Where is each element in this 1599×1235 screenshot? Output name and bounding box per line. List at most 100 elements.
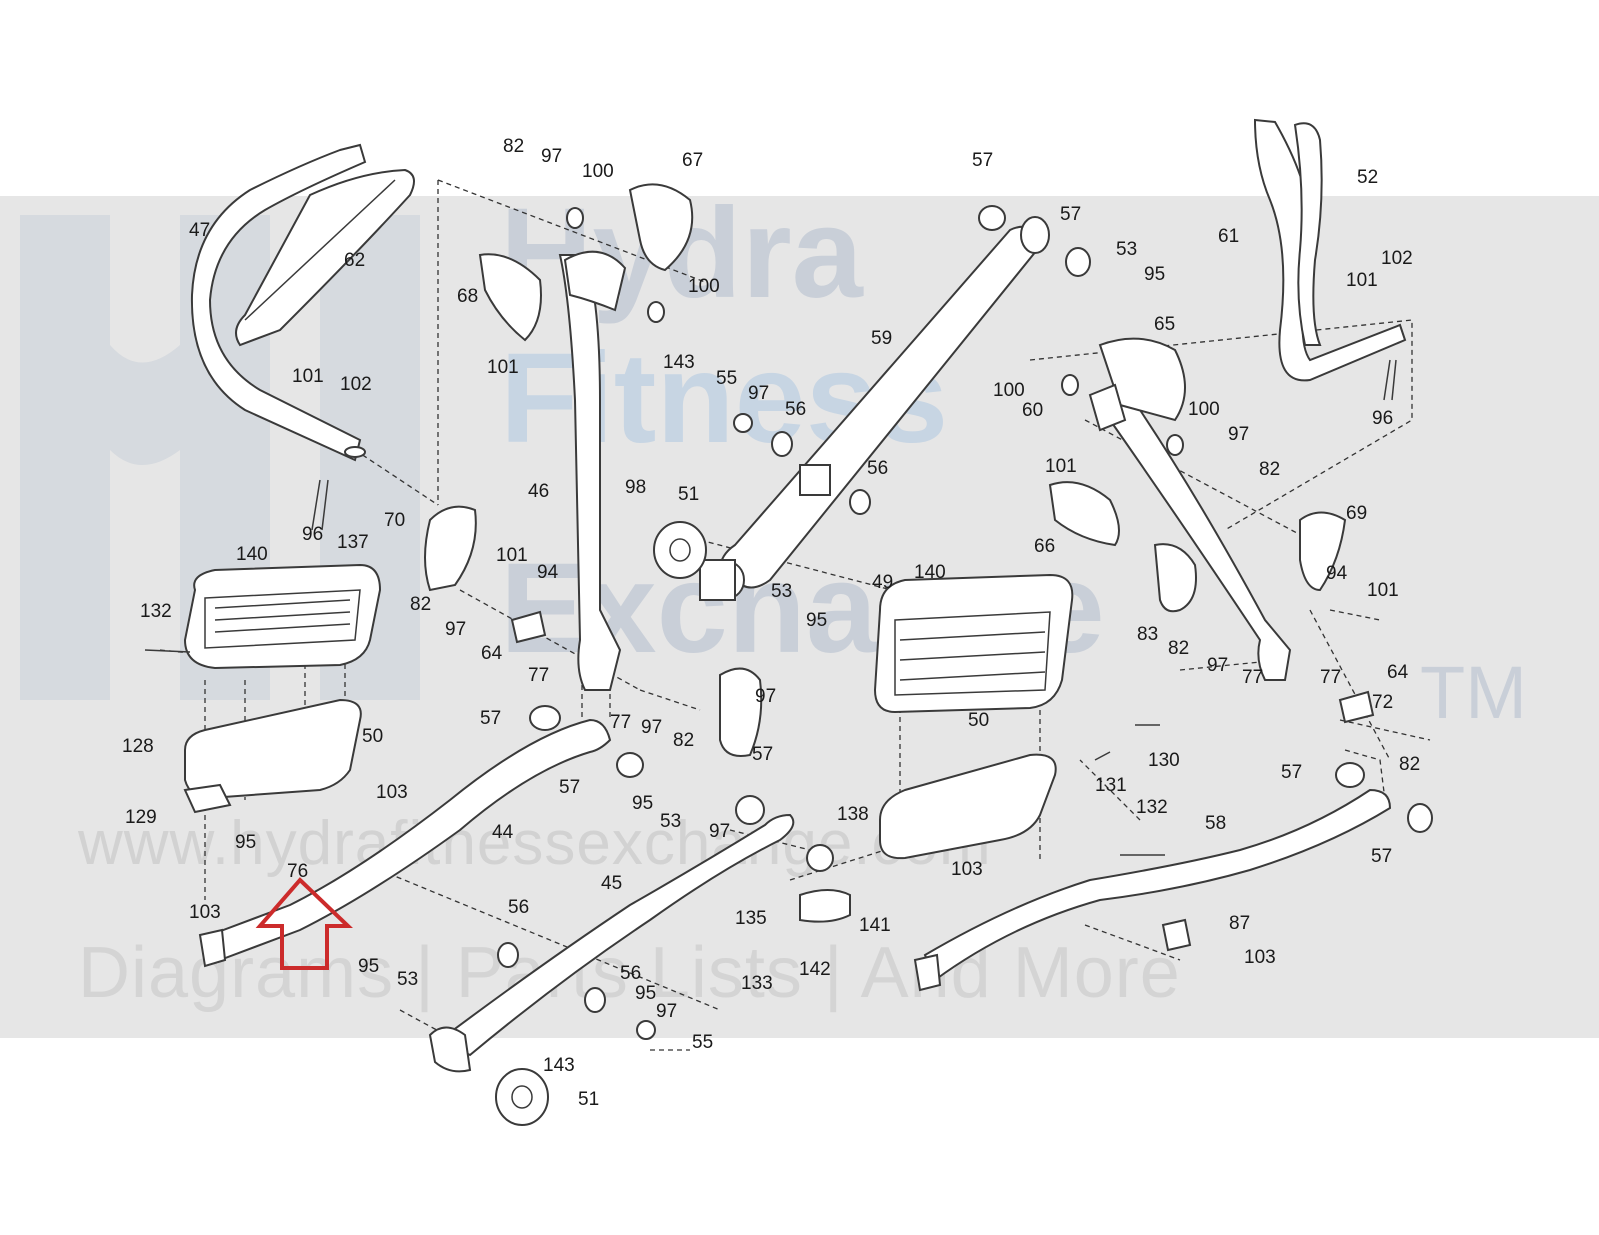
callout-103: 103	[376, 782, 408, 803]
callout-58: 58	[1205, 813, 1226, 834]
callout-47: 47	[189, 220, 210, 241]
callout-64: 64	[481, 643, 503, 664]
callout-57: 57	[1060, 204, 1081, 225]
callout-55: 55	[692, 1032, 713, 1053]
callout-95: 95	[632, 793, 653, 814]
callout-97: 97	[1207, 655, 1228, 676]
roller-51-lower	[495, 1068, 549, 1126]
callout-49: 49	[872, 572, 893, 593]
shroud-69	[1299, 511, 1347, 592]
callout-94: 94	[1326, 563, 1348, 584]
callout-97: 97	[445, 619, 466, 640]
callout-82: 82	[673, 730, 694, 751]
part-87	[1161, 918, 1192, 952]
spacer-64-left	[510, 610, 547, 644]
pedal-rail-45	[428, 813, 795, 1073]
callout-140: 140	[914, 562, 946, 583]
callout-97: 97	[541, 146, 562, 167]
callout-61: 61	[1218, 226, 1239, 247]
upright-arm-46	[478, 183, 694, 691]
roller-51-upper	[653, 521, 707, 579]
callout-56: 56	[508, 897, 529, 918]
callout-59: 59	[871, 328, 892, 349]
callout-82: 82	[410, 594, 431, 615]
shroud-70	[424, 505, 477, 592]
callout-51: 51	[578, 1089, 599, 1110]
callout-128: 128	[122, 736, 154, 757]
callout-53: 53	[397, 969, 418, 990]
callout-103: 103	[1244, 947, 1276, 968]
callout-97: 97	[641, 717, 662, 738]
highlight-arrow	[255, 877, 353, 970]
callout-82: 82	[1399, 754, 1420, 775]
right-pedal-49	[873, 573, 1074, 714]
callout-131: 131	[1095, 775, 1127, 796]
callout-95: 95	[635, 983, 656, 1004]
callout-141: 141	[859, 915, 891, 936]
upright-arm-60	[1088, 337, 1292, 681]
callout-76: 76	[287, 861, 308, 882]
callout-101: 101	[1045, 456, 1077, 477]
callout-77: 77	[528, 665, 549, 686]
callout-143: 143	[663, 352, 695, 373]
left-handlebar	[190, 143, 415, 462]
callout-57: 57	[1281, 762, 1302, 783]
callout-66: 66	[1034, 536, 1055, 557]
callout-83: 83	[1137, 624, 1158, 645]
callout-142: 142	[799, 959, 831, 980]
callout-70: 70	[384, 510, 405, 531]
callout-95: 95	[1144, 264, 1165, 285]
callout-97: 97	[1228, 424, 1249, 445]
callout-101: 101	[1367, 580, 1399, 601]
left-plate-128	[183, 698, 362, 814]
callout-69: 69	[1346, 503, 1367, 524]
shroud-66	[1048, 481, 1120, 547]
callout-53: 53	[771, 581, 792, 602]
callout-57: 57	[752, 744, 773, 765]
callout-77: 77	[610, 712, 631, 733]
pedal-rail-44	[198, 718, 612, 968]
callout-82: 82	[503, 136, 524, 157]
callout-50: 50	[968, 710, 989, 731]
small-parts	[144, 359, 1397, 952]
callout-51: 51	[678, 484, 699, 505]
callout-45: 45	[601, 873, 622, 894]
callout-60: 60	[1022, 400, 1043, 421]
callout-68: 68	[457, 286, 478, 307]
callout-77: 77	[1320, 667, 1341, 688]
callout-62: 62	[344, 250, 365, 271]
callout-129: 129	[125, 807, 157, 828]
callout-137: 137	[337, 532, 369, 553]
bolt-132-left	[144, 649, 191, 653]
callout-96: 96	[302, 524, 323, 545]
callout-56: 56	[867, 458, 888, 479]
callout-101: 101	[292, 366, 324, 387]
callout-95: 95	[806, 610, 827, 631]
callout-100: 100	[582, 161, 614, 182]
bolts-96-left	[311, 479, 329, 531]
callout-77: 77	[1242, 667, 1263, 688]
callout-133: 133	[741, 973, 773, 994]
callout-102: 102	[340, 374, 372, 395]
callout-100: 100	[1188, 399, 1220, 420]
callout-102: 102	[1381, 248, 1413, 269]
callout-67: 67	[682, 150, 703, 171]
shroud-72	[719, 667, 763, 757]
spacer-64-right	[1338, 690, 1375, 724]
bolts-96-right	[1383, 359, 1397, 401]
callout-57: 57	[1371, 846, 1392, 867]
watermark-trademark: TM	[1420, 651, 1527, 734]
callout-101: 101	[496, 545, 528, 566]
callout-98: 98	[625, 477, 646, 498]
callout-143: 143	[543, 1055, 575, 1076]
rollers	[495, 205, 1433, 1126]
callout-97: 97	[656, 1001, 677, 1022]
callout-65: 65	[1154, 314, 1175, 335]
callout-135: 135	[735, 908, 767, 929]
part-135	[799, 889, 851, 923]
callout-56: 56	[785, 399, 806, 420]
callout-103: 103	[189, 902, 221, 923]
